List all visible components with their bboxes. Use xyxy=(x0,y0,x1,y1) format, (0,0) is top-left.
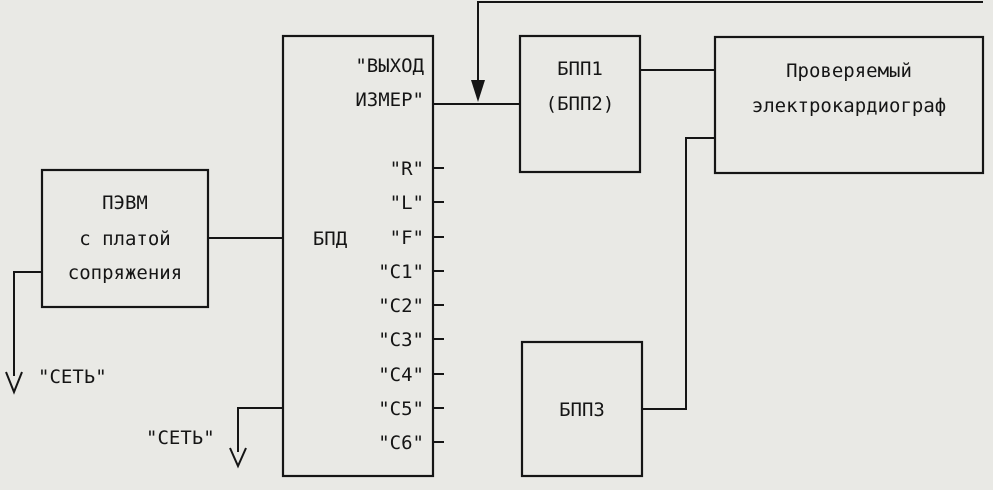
pc-label-line-2: с платой xyxy=(79,228,171,250)
bpp3-ecg-link xyxy=(642,137,715,410)
bpd-block xyxy=(281,34,435,478)
port-label-r: "R" xyxy=(390,158,424,180)
port-label-c3: "C3" xyxy=(378,329,424,351)
port-label-c5: "C5" xyxy=(378,398,424,420)
bpp12-label-line-2: (БПП2) xyxy=(546,93,615,115)
ecg-label-line-1: Проверяемый xyxy=(786,60,912,82)
bpd-output-label-line-1: "ВЫХОД xyxy=(355,55,424,77)
pc-label-line-3: сопряжения xyxy=(68,262,182,284)
pc-label-line-1: ПЭВМ xyxy=(102,192,148,214)
power-label-left: "СЕТЬ" xyxy=(38,366,107,388)
feedback-line xyxy=(477,1,983,82)
pc-power-arrow-icon xyxy=(5,371,23,395)
pc-power-line xyxy=(13,271,42,376)
feedback-arrow-icon xyxy=(471,80,485,102)
port-label-c4: "C4" xyxy=(378,364,424,386)
bpd-output-label-line-2: ИЗМЕР" xyxy=(355,89,424,111)
bpp12-label-line-1: БПП1 xyxy=(557,58,603,80)
port-label-c1: "C1" xyxy=(378,261,424,283)
port-label-f: "F" xyxy=(390,227,424,249)
port-label-c6: "C6" xyxy=(378,432,424,454)
port-label-l: "L" xyxy=(390,192,424,214)
ecg-block xyxy=(713,35,985,175)
bpd-power-arrow-icon xyxy=(229,447,247,469)
bpp3-label: БПП3 xyxy=(559,399,605,421)
port-label-c2: "C2" xyxy=(378,295,424,317)
power-label-bottom: "СЕТЬ" xyxy=(146,427,215,449)
bpd-power-line xyxy=(237,407,283,452)
ecg-label-line-2: электрокардиограф xyxy=(752,95,946,117)
bpd-label: БПД xyxy=(313,228,348,250)
